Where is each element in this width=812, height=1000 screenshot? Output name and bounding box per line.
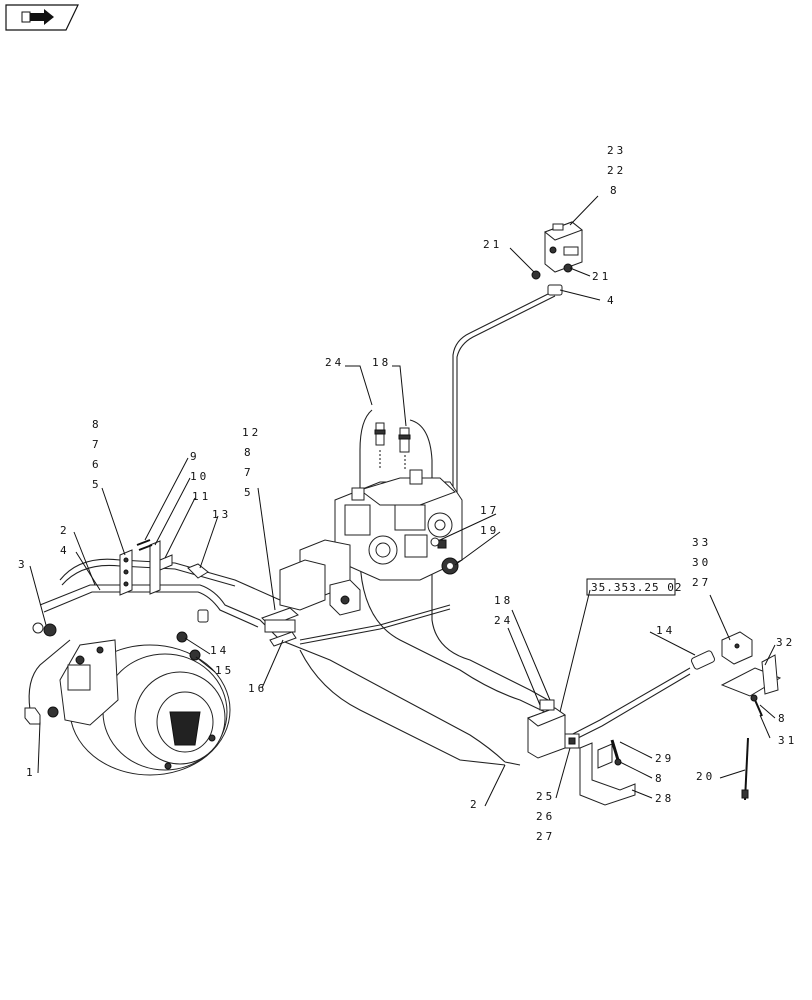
- drive-motor: [59, 639, 231, 776]
- callout-30: 30: [692, 556, 711, 569]
- bracket-28: [579, 742, 636, 806]
- callout-9: 9: [190, 450, 200, 463]
- callout-6: 6: [92, 458, 102, 471]
- callout-4: 4: [607, 294, 617, 307]
- callout-5: 5: [244, 486, 254, 499]
- callout-26: 26: [536, 810, 555, 823]
- hydrostatic-pump: [279, 469, 463, 616]
- callout-14: 14: [656, 624, 675, 637]
- screw-31: [750, 694, 763, 717]
- callout-18: 18: [372, 356, 391, 369]
- callout-21: 21: [592, 270, 611, 283]
- callout-10: 10: [190, 470, 209, 483]
- fitting-18-top: [398, 427, 411, 453]
- cable-tie-20: [741, 737, 749, 801]
- fitting-24-top: [374, 422, 386, 446]
- fitting-3: [32, 622, 57, 637]
- clamp-bracket-10-11: [149, 540, 173, 595]
- callout-1: 1: [26, 766, 36, 779]
- relief-valve-block: [543, 221, 584, 273]
- fitting-21-right: [563, 263, 573, 273]
- callout-8: 8: [610, 184, 620, 197]
- callout-24: 24: [325, 356, 344, 369]
- callout-29: 29: [655, 752, 674, 765]
- nav-arrow-button[interactable]: [5, 4, 79, 31]
- bolt-29: [610, 739, 622, 766]
- callout-7: 7: [92, 438, 102, 451]
- reference-link[interactable]: 35.353.25 02: [586, 578, 682, 596]
- clamp-16: [269, 631, 297, 647]
- callout-16: 16: [248, 682, 267, 695]
- callout-19: 19: [480, 524, 499, 537]
- plate-32: [720, 654, 782, 697]
- callout-17: 17: [480, 504, 499, 517]
- manifold-block: [526, 699, 567, 759]
- hose-lines: [28, 291, 691, 766]
- callout-21: 21: [483, 238, 502, 251]
- callout-32: 32: [776, 636, 795, 649]
- callout-13: 13: [212, 508, 231, 521]
- callout-8: 8: [92, 418, 102, 431]
- callout-31: 31: [778, 734, 797, 747]
- callout-4: 4: [60, 544, 70, 557]
- bolts-9: [136, 539, 153, 551]
- callout-23: 23: [607, 144, 626, 157]
- callout-labels: 23 22 8 21 21 4 24 18 8 7 6 5 12 8 7 5 9…: [18, 144, 797, 843]
- callout-7: 7: [244, 466, 254, 479]
- callout-27: 27: [536, 830, 555, 843]
- fitting-21-left: [531, 270, 541, 280]
- fitting-1-elbow: [24, 706, 59, 725]
- fitting-14-right: [690, 650, 716, 670]
- callout-12: 12: [242, 426, 261, 439]
- coupling-25: [564, 733, 580, 749]
- callout-22: 22: [607, 164, 626, 177]
- fitting-14-15: [176, 609, 209, 661]
- callout-8: 8: [655, 772, 665, 785]
- callout-5: 5: [92, 478, 102, 491]
- clamp-block-5: [119, 549, 133, 596]
- fitting-4-elbow: [547, 284, 563, 296]
- clamp-13: [187, 563, 209, 579]
- callout-27: 27: [692, 576, 711, 589]
- leader-lines: [29, 195, 776, 807]
- clamp-block-5b: [261, 607, 299, 633]
- callout-3: 3: [18, 558, 28, 571]
- callout-8: 8: [778, 712, 788, 725]
- callout-18: 18: [494, 594, 513, 607]
- callout-2: 2: [470, 798, 480, 811]
- flange-19: [441, 557, 459, 575]
- callout-28: 28: [655, 792, 674, 805]
- block-27: [721, 631, 753, 665]
- callout-20: 20: [696, 770, 715, 783]
- arrow-right-icon: [21, 9, 54, 25]
- reference-text: 35.353.25 02: [591, 581, 682, 594]
- callout-15: 15: [215, 664, 234, 677]
- callout-25: 25: [536, 790, 555, 803]
- seal-17: [430, 537, 440, 547]
- callout-33: 33: [692, 536, 711, 549]
- callout-24: 24: [494, 614, 513, 627]
- callout-2: 2: [60, 524, 70, 537]
- callout-14: 14: [210, 644, 229, 657]
- callout-8: 8: [244, 446, 254, 459]
- callout-11: 11: [192, 490, 211, 503]
